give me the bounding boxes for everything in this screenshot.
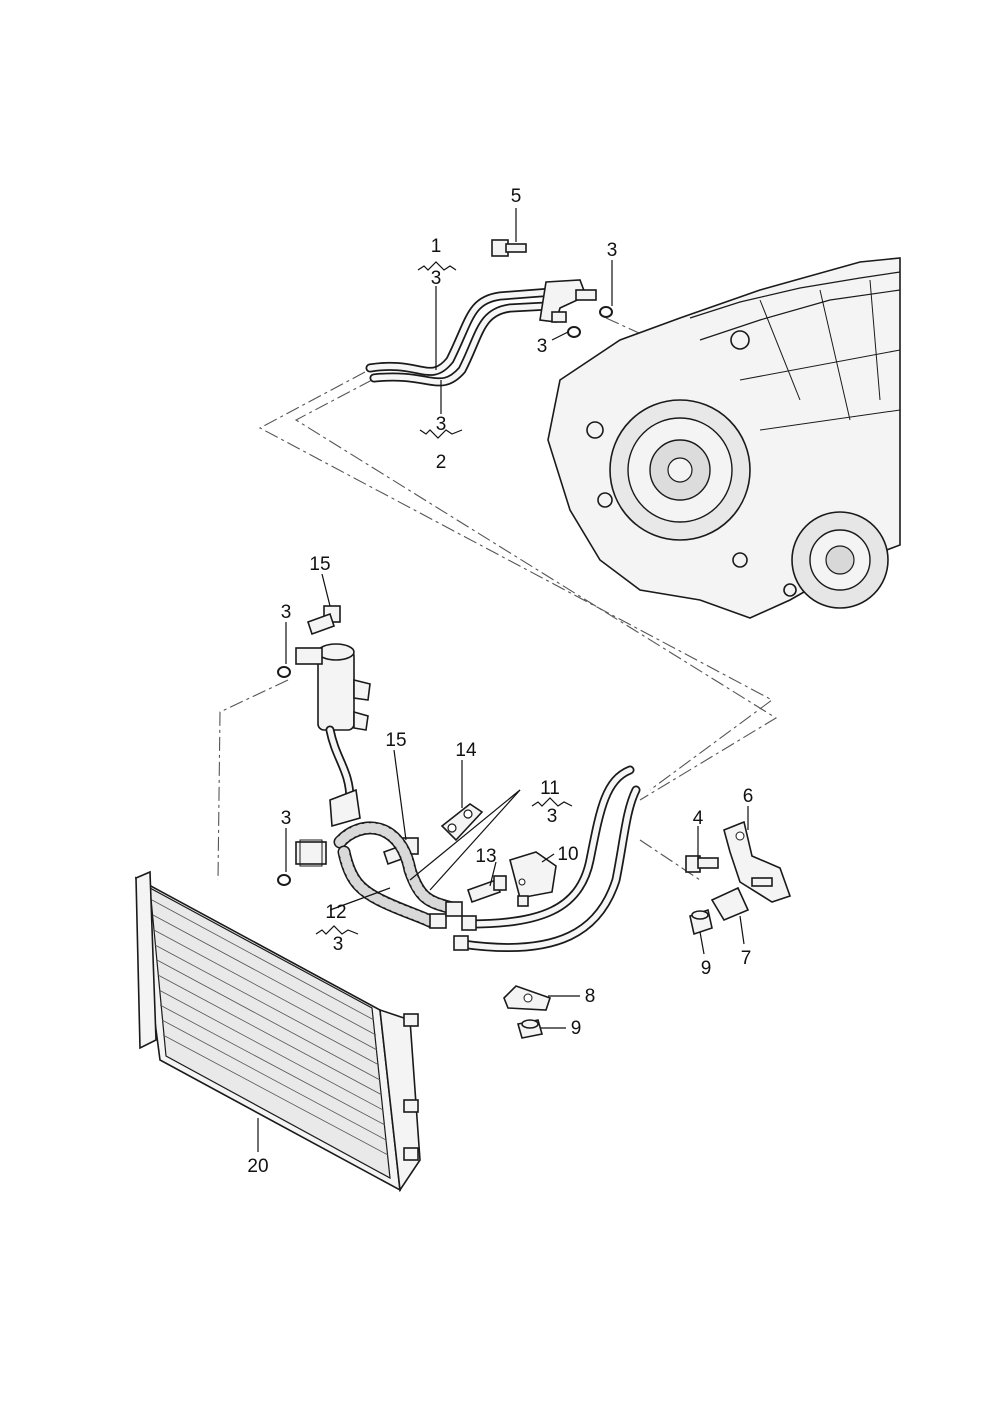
- label-4: 4: [693, 808, 704, 829]
- bracket-6: [723, 820, 792, 903]
- bolt-13: [466, 875, 507, 904]
- flexible-hoses: [333, 821, 463, 929]
- bolt-5: [491, 239, 527, 257]
- label-8: 8: [585, 986, 596, 1007]
- label-9-right: 9: [701, 958, 712, 979]
- oil-filter-housing: [295, 643, 371, 867]
- label-3-top-right: 3: [607, 240, 618, 261]
- label-1: 1: [431, 236, 442, 257]
- label-11-sub: 3: [547, 806, 558, 827]
- clamp-14: [440, 803, 484, 842]
- leader-lines: [257, 208, 749, 1152]
- o-rings-left: [277, 666, 291, 886]
- bracket-10: [509, 851, 557, 907]
- nut-9-lower: [516, 1019, 544, 1039]
- upper-oil-lines: [365, 279, 597, 387]
- label-14: 14: [455, 740, 477, 761]
- label-15-upper: 15: [309, 554, 330, 575]
- label-3-top-left: 3: [537, 336, 548, 357]
- label-5: 5: [511, 186, 522, 207]
- bolt-4: [685, 855, 719, 873]
- label-2: 2: [436, 452, 447, 473]
- callout-labels: 1 3 3 2 5 3 3 15 3 15 14 11 3 3 12 3 13 …: [247, 186, 753, 1177]
- lower-oil-lines: [453, 765, 641, 953]
- label-20: 20: [247, 1156, 268, 1177]
- nut-9-right: [689, 908, 713, 936]
- label-12: 12: [325, 902, 346, 923]
- assembly-guide-lines: [217, 317, 778, 881]
- label-1-sub: 3: [431, 268, 442, 289]
- label-9-lower: 9: [571, 1018, 582, 1039]
- label-10: 10: [557, 844, 578, 865]
- label-11: 11: [540, 778, 560, 799]
- label-12-sub: 3: [333, 934, 344, 955]
- label-15-lower: 15: [385, 730, 406, 751]
- label-13: 13: [475, 846, 496, 867]
- oil-cooler-radiator: [135, 870, 421, 1193]
- bolt-15-upper: [306, 605, 341, 636]
- transmission-housing: [547, 257, 901, 619]
- clip-8: [503, 985, 552, 1011]
- label-3-filter-upper: 3: [281, 602, 292, 623]
- label-7: 7: [741, 948, 752, 969]
- o-rings-upper: [567, 306, 613, 338]
- label-6: 6: [743, 786, 754, 807]
- label-3-filter-lower: 3: [281, 808, 292, 829]
- label-2-sub: 3: [436, 414, 447, 435]
- clip-7: [710, 886, 750, 922]
